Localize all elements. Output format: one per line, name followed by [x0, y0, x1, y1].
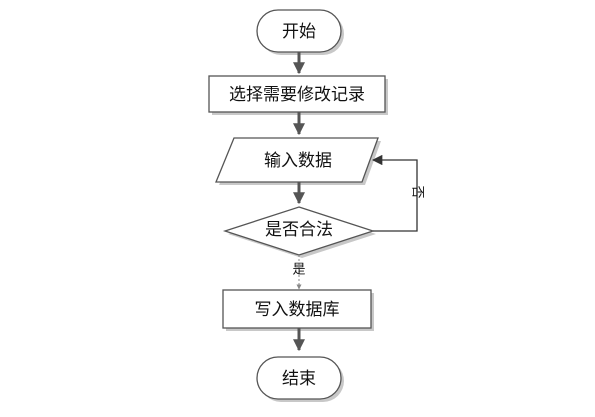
edge-no-label: 否: [410, 185, 425, 198]
write-database-label: 写入数据库: [255, 300, 340, 320]
edge-decision-no-loop: [371, 154, 418, 232]
decision-label: 是否合法: [265, 220, 333, 240]
start-label: 开始: [282, 22, 316, 42]
decision-node: 是否合法: [222, 206, 376, 258]
write-database-node: 写入数据库: [222, 289, 374, 331]
start-node: 开始: [256, 9, 344, 55]
select-record-label: 选择需要修改记录: [229, 85, 365, 105]
end-label: 结束: [282, 369, 316, 389]
input-data-label: 输入数据: [264, 151, 332, 171]
select-record-node: 选择需要修改记录: [208, 75, 388, 115]
edge-yes-label: 是: [292, 263, 305, 278]
input-data-node: 输入数据: [215, 137, 381, 185]
end-node: 结束: [256, 356, 344, 402]
